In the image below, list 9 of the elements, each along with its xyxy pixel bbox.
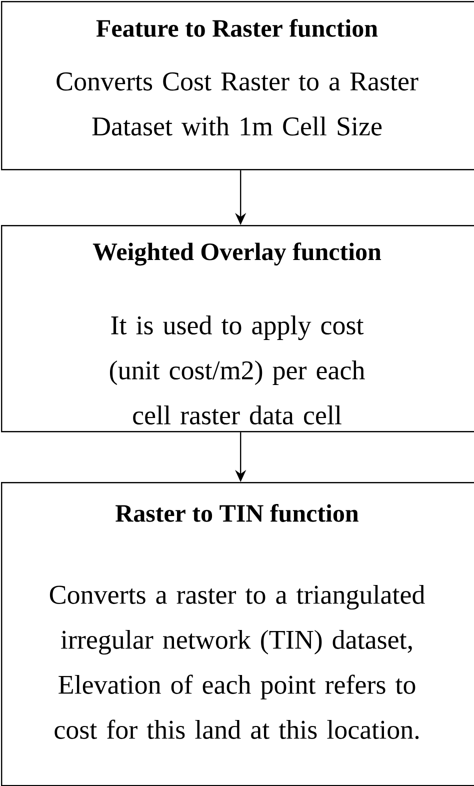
box-heading: Feature to Raster function: [96, 19, 378, 37]
box-description: Converts Cost Raster to a Raster Dataset with 1m Cell Size: [56, 72, 418, 136]
process-box: [1, 482, 474, 786]
box-heading: Raster to TIN function: [116, 504, 358, 522]
box-description: Converts a raster to a triangulated irregular network (TIN) dataset, Elevation of each point refers to cost for this land at this location.: [50, 584, 425, 740]
box-description: It is used to apply cost (unit cost/m2) per each cell raster data cell: [110, 316, 365, 424]
process-box: [1, 1, 474, 170]
box-heading: Weighted Overlay function: [92, 242, 382, 266]
process-box: [1, 225, 474, 432]
